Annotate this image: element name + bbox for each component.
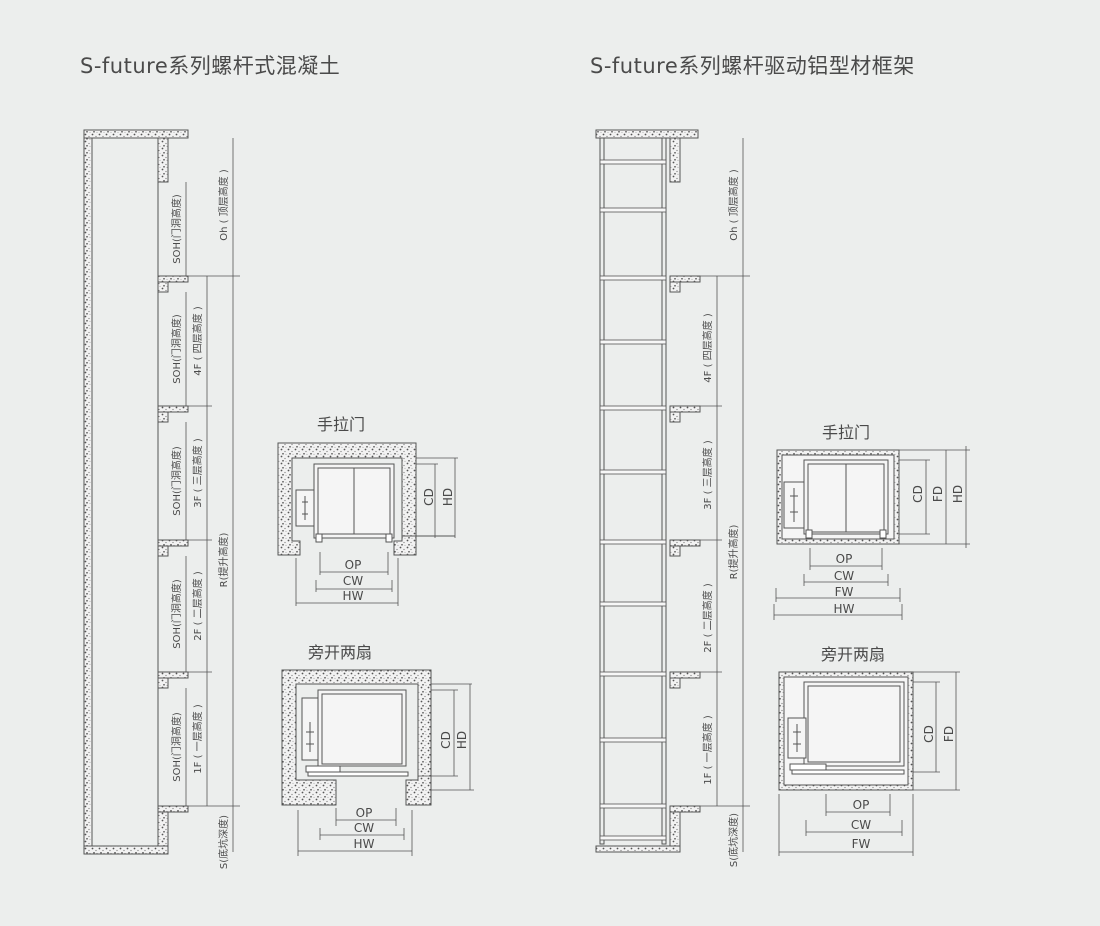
left-plan2-hd-label: HD	[455, 731, 469, 749]
right-diagram-title: S-future系列螺杆驱动铝型材框架	[590, 54, 915, 78]
left-plan1-hd-label: HD	[441, 488, 455, 506]
right-elevation-labels: 4F ( 四层高度 ) 3F ( 三层高度 ) 2F ( 二层高度 ) 1F (…	[701, 169, 740, 867]
left-plan2-drawing	[281, 669, 432, 806]
right-plan1-title: 手拉门	[822, 423, 870, 442]
right-floor-label-3f: 3F ( 三层高度 )	[701, 440, 714, 510]
left-plan2-hw-label: HW	[354, 837, 375, 851]
r-label: R(提升高度)	[217, 533, 230, 588]
left-plan1-hw-label: HW	[343, 589, 364, 603]
right-plan1-cw-label: CW	[834, 569, 854, 583]
left-plan1-cd-label: CD	[422, 488, 436, 506]
right-plan2-op-label: OP	[853, 798, 870, 812]
left-diagram-title: S-future系列螺杆式混凝土	[80, 54, 341, 78]
right-plan1-hd-label: HD	[951, 485, 965, 503]
right-floor-label-4f: 4F ( 四层高度 )	[701, 313, 714, 383]
right-plan2-fw-label: FW	[852, 837, 871, 851]
right-elevation-dimensions	[680, 138, 750, 852]
floor-label-4f: 4F ( 四层高度 )	[191, 306, 204, 376]
right-s-label: S(底坑深度)	[727, 813, 740, 867]
left-plan2-cd-label: CD	[439, 731, 453, 749]
right-plan1-op-label: OP	[836, 552, 853, 566]
left-elevation-labels: SOH(门洞高度) SOH(门洞高度) SOH(门洞高度) SOH(门洞高度) …	[170, 169, 230, 869]
right-plan2-title: 旁开两扇	[821, 645, 885, 664]
right-shaft-elevation	[595, 129, 701, 853]
right-plan2-fd-label: FD	[942, 726, 956, 742]
right-floor-label-1f: 1F ( 一层高度 )	[701, 715, 714, 785]
soh-label-4f: SOH(门洞高度)	[170, 314, 183, 384]
soh-label-2f: SOH(门洞高度)	[170, 579, 183, 649]
left-plan2-title: 旁开两扇	[308, 643, 372, 662]
left-plan2-cw-label: CW	[354, 821, 374, 835]
left-plan1-dimensions	[295, 457, 458, 606]
s-label: S(底坑深度)	[217, 815, 230, 869]
left-plan1-title: 手拉门	[317, 415, 365, 434]
right-plan2-cw-label: CW	[851, 818, 871, 832]
left-plan1-cw-label: CW	[343, 574, 363, 588]
soh-label-top: SOH(门洞高度)	[170, 194, 183, 264]
left-plan2-dimensions	[297, 683, 474, 856]
right-plan1-dimensions	[773, 446, 970, 620]
left-shaft-elevation	[83, 129, 189, 855]
floor-label-1f: 1F ( 一层高度 )	[191, 704, 204, 774]
soh-label-1f: SOH(门洞高度)	[170, 712, 183, 782]
left-plan1-op-label: OP	[345, 558, 362, 572]
right-oh-label: Oh ( 顶层高度 )	[727, 169, 740, 241]
right-frame-crossbars	[599, 159, 667, 841]
right-plan1-cd-label: CD	[911, 485, 925, 503]
right-plan1-drawing	[776, 449, 900, 545]
oh-label: Oh ( 顶层高度 )	[217, 169, 230, 241]
soh-label-3f: SOH(门洞高度)	[170, 446, 183, 516]
floor-label-3f: 3F ( 三层高度 )	[191, 438, 204, 508]
floor-label-2f: 2F ( 二层高度 )	[191, 571, 204, 641]
left-elevation-dimensions	[168, 138, 240, 852]
right-plan1-fw-label: FW	[835, 585, 854, 599]
right-plan1-fd-label: FD	[931, 486, 945, 502]
right-r-label: R(提升高度)	[727, 525, 740, 580]
right-plan2-dimensions	[778, 671, 960, 856]
right-plan2-drawing	[778, 671, 914, 791]
right-plan2-cd-label: CD	[922, 725, 936, 743]
left-plan1-drawing	[277, 442, 455, 556]
right-floor-label-2f: 2F ( 二层高度 )	[701, 583, 714, 653]
right-plan1-hw-label: HW	[834, 602, 855, 616]
left-plan2-op-label: OP	[356, 806, 373, 820]
